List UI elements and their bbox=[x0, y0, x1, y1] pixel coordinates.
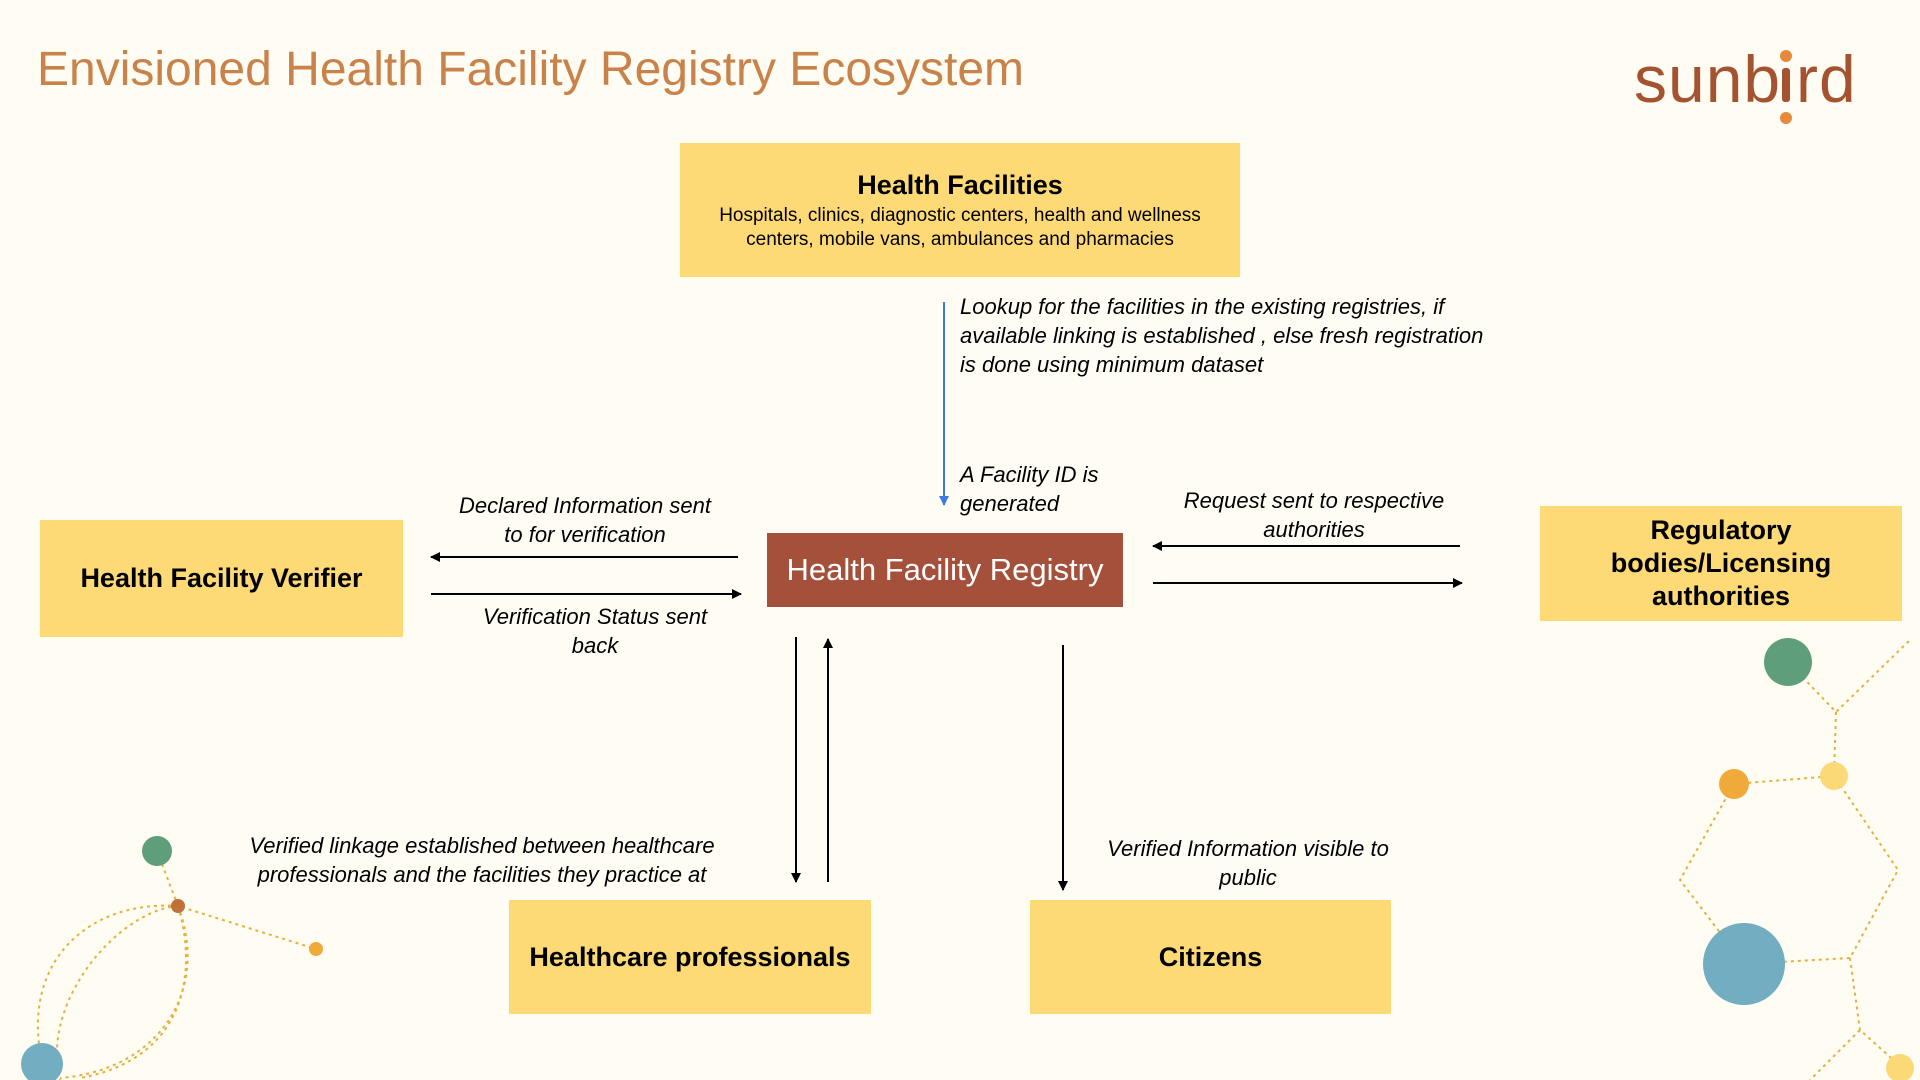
label-line: Verified Information visible to bbox=[1107, 836, 1389, 861]
facility-id-label: A Facility ID is generated bbox=[960, 460, 1099, 518]
node-title: Health Facilities bbox=[857, 169, 1063, 200]
linkage-label: Verified linkage established between hea… bbox=[182, 831, 782, 889]
decor-dot bbox=[142, 836, 172, 866]
label-line: A Facility ID is bbox=[960, 462, 1099, 487]
decor-dot bbox=[1886, 1054, 1914, 1080]
decor-dot bbox=[1719, 769, 1749, 799]
page-title: Envisioned Health Facility Registry Ecos… bbox=[37, 43, 1025, 96]
verification-status-label: Verification Status sent back bbox=[445, 602, 745, 660]
logo-mark: sunb rd bbox=[1634, 42, 1857, 124]
decor-dot bbox=[1764, 638, 1812, 686]
regulatory-node: Regulatory bodies/Licensing authorities bbox=[1540, 506, 1902, 621]
node-title: Regulatory bbox=[1650, 515, 1792, 545]
label-line: public bbox=[1219, 865, 1277, 890]
node-title: bodies/Licensing bbox=[1610, 548, 1832, 578]
node-desc: centers, mobile vans, ambulances and pha… bbox=[746, 228, 1174, 250]
request-label: Request sent to respective authorities bbox=[1154, 486, 1474, 544]
public-label: Verified Information visible to public bbox=[1068, 834, 1428, 892]
label-line: Lookup for the facilities in the existin… bbox=[960, 294, 1445, 319]
declared-label: Declared Information sent to for verific… bbox=[435, 491, 735, 549]
svg-text:rd: rd bbox=[1796, 42, 1857, 116]
decor-dot bbox=[171, 899, 185, 913]
decor-dot bbox=[309, 942, 323, 956]
verifier-node: Health Facility Verifier bbox=[40, 520, 403, 637]
label-line: back bbox=[571, 633, 619, 658]
label-line: Verification Status sent bbox=[482, 604, 708, 629]
label-line: Verified linkage established between hea… bbox=[249, 833, 715, 858]
node-title: Healthcare professionals bbox=[529, 941, 851, 972]
health-facility-registry-node: Health Facility Registry bbox=[767, 533, 1123, 607]
label-line: available linking is established , else … bbox=[960, 323, 1484, 348]
professionals-node: Healthcare professionals bbox=[509, 900, 871, 1014]
label-line: is done using minimum dataset bbox=[960, 352, 1264, 377]
label-line: Request sent to respective bbox=[1183, 488, 1445, 513]
decoration-right bbox=[1678, 639, 1911, 1080]
node-title: authorities bbox=[1651, 581, 1791, 611]
lookup-label: Lookup for the facilities in the existin… bbox=[960, 292, 1483, 379]
citizens-node: Citizens bbox=[1030, 900, 1391, 1014]
health-facilities-node: Health Facilities Hospitals, clinics, di… bbox=[680, 143, 1240, 277]
node-title: Citizens bbox=[1158, 941, 1263, 972]
label-line: generated bbox=[960, 491, 1060, 516]
label-line: to for verification bbox=[504, 522, 666, 547]
decor-dot bbox=[1703, 923, 1785, 1005]
svg-text:sunb: sunb bbox=[1634, 42, 1781, 116]
node-title: Health Facility Verifier bbox=[80, 563, 363, 593]
label-line: Declared Information sent bbox=[459, 493, 711, 518]
node-desc: Hospitals, clinics, diagnostic centers, … bbox=[719, 204, 1201, 226]
decor-dot bbox=[1820, 762, 1848, 790]
sunbird-logo: sunb rd bbox=[1632, 40, 1862, 146]
label-line: authorities bbox=[1263, 517, 1365, 542]
label-line: professionals and the facilities they pr… bbox=[257, 862, 707, 887]
decor-dot bbox=[21, 1043, 63, 1080]
